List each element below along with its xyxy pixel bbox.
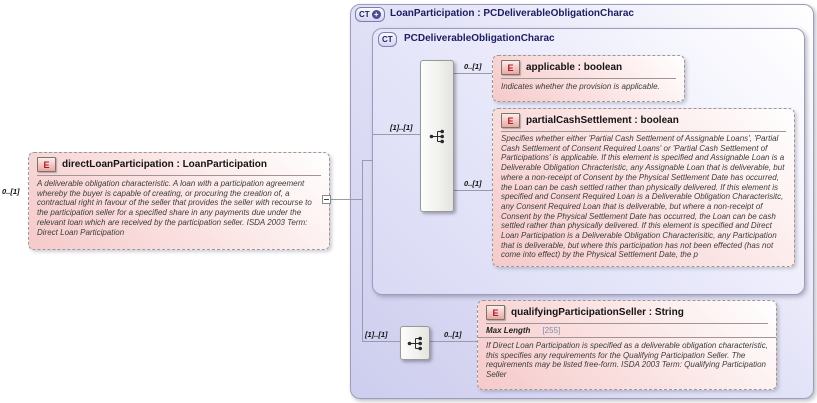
separator <box>501 78 676 79</box>
complextype-plus-badge-icon: CT + <box>355 7 385 22</box>
element-header: E partialCashSettlement : boolean <box>493 109 794 130</box>
complextype-badge-icon: CT <box>378 32 397 47</box>
facet-value: [255] <box>542 326 561 335</box>
element-badge-icon: E <box>37 157 56 172</box>
element-header: E applicable : boolean <box>493 56 684 77</box>
cardinality-label: [1]..[1] <box>390 123 413 132</box>
separator <box>486 323 768 324</box>
element-doc: If Direct Loan Participation is specifie… <box>486 341 768 380</box>
element-name: directLoanParticipation : LoanParticipat… <box>62 159 268 170</box>
connector-line <box>373 134 421 135</box>
separator <box>37 175 321 176</box>
connector-line <box>362 160 373 161</box>
element-header: E directLoanParticipation : LoanParticip… <box>29 153 329 174</box>
separator <box>501 131 786 132</box>
element-badge-icon: E <box>486 305 505 320</box>
element-box-qualifyingparticipationseller[interactable]: E qualifyingParticipationSeller : String… <box>477 300 777 390</box>
element-doc: Indicates whether the provision is appli… <box>501 82 660 91</box>
collapse-handle-icon[interactable] <box>322 195 331 204</box>
element-doc: A deliverable obligation characteristic.… <box>37 179 312 237</box>
sequence-compositor[interactable] <box>420 60 454 212</box>
element-doc: Specifies whether either 'Partial Cash S… <box>501 134 785 260</box>
element-box-applicable[interactable]: E applicable : boolean Indicates whether… <box>492 55 685 102</box>
plus-icon: + <box>371 10 381 19</box>
ct-badge-label: CT <box>382 35 393 44</box>
cardinality-label: 0..[1] <box>2 187 20 196</box>
root-title: LoanParticipation : PCDeliverableObligat… <box>390 8 634 19</box>
ct-badge-label: CT <box>359 10 370 19</box>
element-badge-icon: E <box>501 113 520 128</box>
sequence-compositor[interactable] <box>400 326 430 360</box>
element-name: qualifyingParticipationSeller : String <box>511 307 684 318</box>
connector-line <box>453 190 493 191</box>
connector-line <box>362 341 401 342</box>
connector-line <box>429 341 478 342</box>
cardinality-label: 0..[1] <box>464 179 482 188</box>
sequence-icon <box>407 336 422 350</box>
element-name: partialCashSettlement : boolean <box>526 115 679 126</box>
connector-line <box>331 199 362 200</box>
element-box-partialcashsettlement[interactable]: E partialCashSettlement : boolean Specif… <box>492 108 795 267</box>
sequence-icon <box>429 129 444 143</box>
connector-trunk-line <box>362 160 363 342</box>
connector-line <box>453 73 493 74</box>
cardinality-label: [1]..[1] <box>365 330 388 339</box>
element-header: E qualifyingParticipationSeller : String <box>478 301 776 322</box>
element-box-directloanparticipation[interactable]: E directLoanParticipation : LoanParticip… <box>28 152 330 250</box>
base-title: PCDeliverableObligationCharac <box>404 33 555 44</box>
minus-icon <box>324 199 329 200</box>
element-badge-icon: E <box>501 60 520 75</box>
facet-label: Max Length <box>486 326 531 335</box>
facet-row: Max Length [255] <box>478 324 776 338</box>
cardinality-label: 0..[1] <box>444 330 462 339</box>
cardinality-label: 0..[1] <box>464 62 482 71</box>
element-name: applicable : boolean <box>526 62 623 73</box>
